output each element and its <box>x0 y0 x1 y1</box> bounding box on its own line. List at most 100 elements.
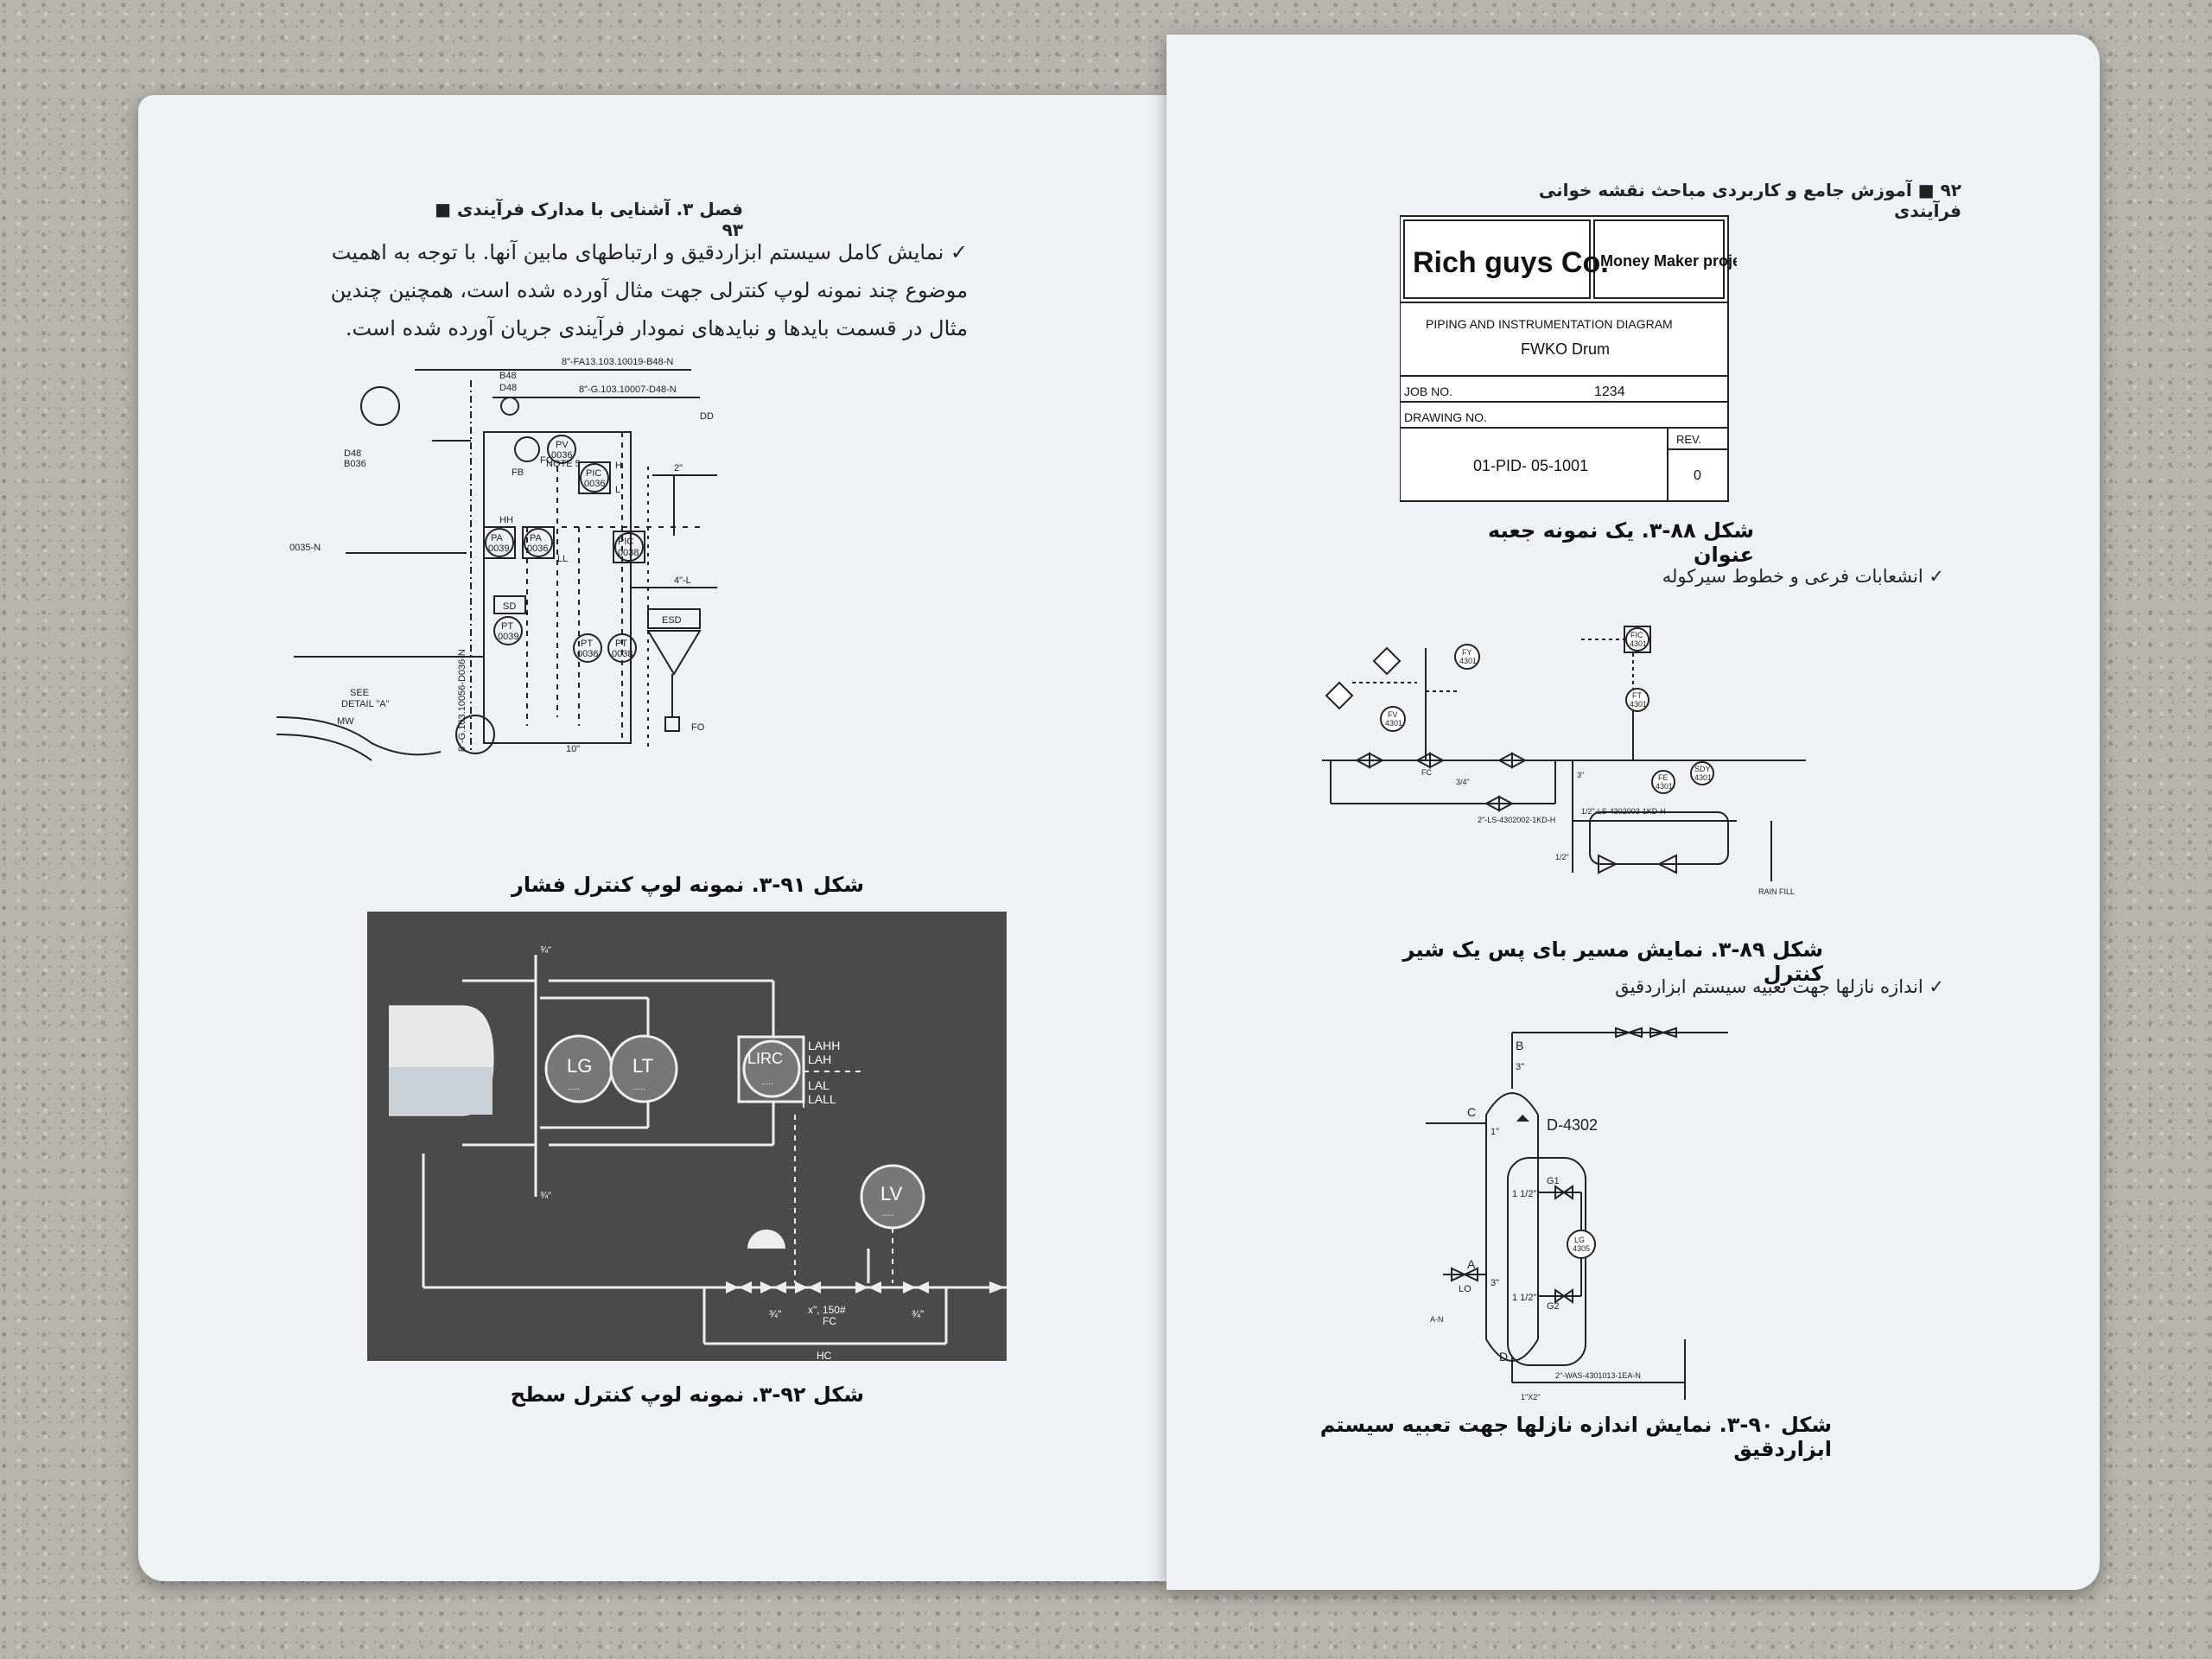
line-label: 2"-WAS-4301013-1EA-N <box>1555 1371 1641 1380</box>
size-label: 10" <box>566 744 580 754</box>
instrument-tag: 4301 <box>1630 700 1647 709</box>
lirc-controller-icon <box>742 1039 801 1098</box>
figure-caption: شکل ۸۹-۳. نمایش مسیر بای پس یک شیر کنترل <box>1402 938 1823 986</box>
page-header: فصل ۳. آشنایی با مدارک فرآیندی ■ ۹۳ <box>435 199 743 240</box>
ft-instrument-icon <box>1625 688 1649 712</box>
figure-caption: شکل ۸۸-۳. یک نمونه جعبه عنوان <box>1488 518 1754 567</box>
fc-label: FC <box>823 1315 836 1327</box>
drawing-no-label: DRAWING NO. <box>1404 410 1487 424</box>
line-label: 0035-N <box>289 543 321 553</box>
size-label: 2" <box>674 463 683 474</box>
fo-label: FO <box>691 722 705 733</box>
size-label: 3/4" <box>1456 778 1470 786</box>
tag-dots: ..... <box>633 1083 645 1092</box>
alarm-lahh: LAHH <box>808 1039 840 1052</box>
instrument-label: FT <box>1632 691 1642 700</box>
see-label: SEE <box>350 688 369 698</box>
fb-label: FB <box>512 467 524 478</box>
nozzle-c: C <box>1467 1105 1476 1119</box>
size-label: ¾" <box>540 1191 551 1201</box>
bullet-item: ✓ اندازه نازلها جهت تعبیه سیستم ابزاردقی… <box>1615 976 1944 997</box>
pressure-loop-diagram: 8"-FA13.103.10019-B48-N 8"-G.103.10007-D… <box>276 357 717 761</box>
fc-label: FC <box>1421 768 1432 777</box>
instrument-label: FE <box>1658 773 1669 782</box>
size-label: 3" <box>1516 1062 1524 1072</box>
intro-paragraph: ✓ نمایش کامل سیستم ابزاردقیق و ارتباطهای… <box>285 233 968 347</box>
alarm-label: L <box>615 485 620 495</box>
line-label: D48 <box>344 448 361 459</box>
line-label: B48 <box>499 371 517 381</box>
line-label: 1/2"-LS-4302003-1KD-H <box>1581 807 1666 816</box>
bullet-item: ✓ انشعابات فرعی و خطوط سیرکوله <box>1662 566 1944 587</box>
instrument-label: FY <box>1462 648 1472 657</box>
size-label: 3" <box>1577 771 1584 779</box>
instrument-tag: 0036 <box>527 543 548 554</box>
nozzle-d: D <box>1499 1350 1508 1363</box>
instrument-label: PV <box>556 440 569 450</box>
lt-instrument-icon <box>609 1034 678 1103</box>
note-label: NOTE 5 <box>546 459 581 469</box>
size-label: 3" <box>1491 1278 1499 1288</box>
company-name: Rich guys Co. <box>1413 246 1609 279</box>
instrument-label: PIC <box>586 468 601 479</box>
nozzle-size-diagram: D-4302 B C A D 3" 1" 3" G1 G2 1 1/2" 1 1… <box>1426 1027 1728 1400</box>
diamond-interlock-icon <box>1325 681 1354 710</box>
text-line: مثال در قسمت بایدها و نبایدهای نمودار فر… <box>345 316 968 340</box>
size-label: ¾" <box>912 1308 924 1320</box>
control-valve-bypass-diagram: FC FV 4301 FY 4301 FIC 4301 FT 4301 FE 4… <box>1322 626 1806 896</box>
size-label: 4"-L <box>674 575 691 586</box>
instrument-label: PT <box>615 639 627 649</box>
text-line: ✓ نمایش کامل سیستم ابزاردقیق و ارتباطهای… <box>331 240 968 264</box>
fic-instrument-icon <box>1625 627 1649 652</box>
instrument-tag: 4301 <box>1459 657 1477 665</box>
fe-instrument-icon <box>1651 770 1675 794</box>
instrument-label: PA <box>491 533 504 543</box>
line-label: 8"-G.103.10007-D48-N <box>579 385 677 395</box>
hc-label: HC <box>817 1350 832 1361</box>
gauge-conn: G1 <box>1547 1176 1560 1186</box>
project-name: Money Maker project <box>1600 252 1737 270</box>
figure-caption: شکل ۹۲-۳. نمونه لوپ کنترل سطح <box>510 1382 864 1407</box>
nozzle-a: A <box>1467 1257 1476 1271</box>
line-label: D48 <box>499 383 517 393</box>
instrument-label: PT <box>501 621 513 632</box>
alarm-label: LL <box>557 554 568 564</box>
lv-label: LV <box>880 1183 903 1205</box>
rev-value: 0 <box>1694 468 1701 483</box>
instrument-tag: 4305 <box>1573 1244 1590 1253</box>
size-label: ¾" <box>769 1308 781 1320</box>
fy-instrument-icon <box>1454 644 1480 670</box>
lt-label: LT <box>632 1055 653 1077</box>
vessel-tag: D-4302 <box>1547 1116 1598 1134</box>
inlet-diverter-icon <box>1516 1115 1529 1122</box>
line-label: DD <box>700 411 714 422</box>
line-label: B036 <box>344 459 366 469</box>
instrument-tag: 4301 <box>1694 773 1712 782</box>
size-label: ¾" <box>540 945 551 956</box>
instrument-label: PT <box>581 639 593 649</box>
sdy-instrument-icon <box>1690 761 1714 785</box>
instrument-tag: 0036 <box>577 649 598 659</box>
lo-label: LO <box>1459 1284 1471 1294</box>
instrument-tag: 0036 <box>551 450 572 461</box>
instrument-label: FV <box>1388 710 1398 719</box>
rev-label: REV. <box>1676 433 1701 446</box>
drawing-no-value: 01-PID- 05-1001 <box>1473 457 1588 474</box>
size-label: 1"X2" <box>1521 1393 1540 1400</box>
mw-label: MW <box>337 716 354 727</box>
title-block: Rich guys Co. Money Maker project PIPING… <box>1400 215 1737 502</box>
figure-caption: شکل ۹۱-۳. نمونه لوپ کنترل فشار <box>512 873 864 897</box>
left-page: فصل ۳. آشنایی با مدارک فرآیندی ■ ۹۳ ✓ نم… <box>138 95 1166 1581</box>
instrument-tag: 0039 <box>498 632 518 642</box>
tag-dots: ..... <box>568 1083 580 1092</box>
instrument-tag: 4301 <box>1630 639 1647 648</box>
valve-rating: x", 150# <box>808 1304 846 1316</box>
instrument-label: SDY <box>1694 765 1711 773</box>
instrument-tag: 4301 <box>1385 719 1402 728</box>
detail-label: DETAIL "A" <box>341 699 390 709</box>
level-loop-diagram: LG LT LIRC LAHH LAH LAL LALL LV ..... ..… <box>367 912 1007 1361</box>
actuator-icon <box>747 1230 785 1249</box>
size-label: 1" <box>1491 1127 1499 1137</box>
instrument-tag: 0036 <box>584 479 605 489</box>
alarm-lah: LAH <box>808 1052 831 1066</box>
